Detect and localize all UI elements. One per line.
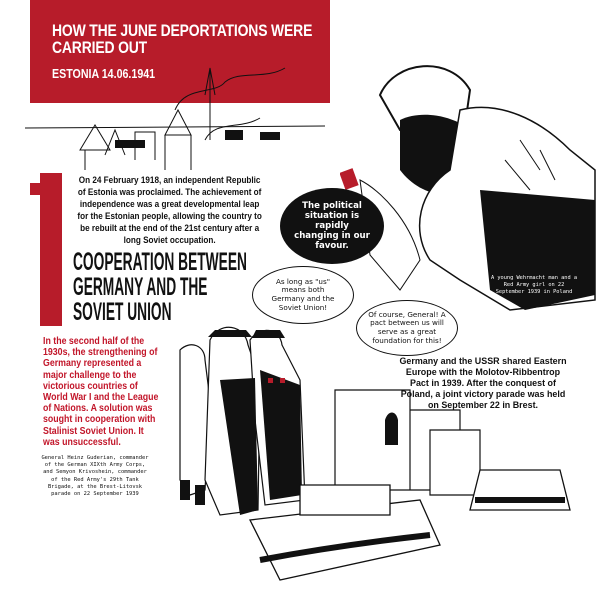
speech-bubble-dark: The political situation is rapidly chang…: [280, 188, 384, 264]
section-heading: COOPERATION BETWEEN GERMANY AND THE SOVI…: [73, 248, 247, 326]
soldier-kiss-illustration: [340, 65, 596, 311]
title-banner: [30, 0, 330, 103]
figure-caption: General Heinz Guderian, commander of the…: [41, 455, 149, 498]
red-paragraph: In the second half of the 1930s, the str…: [43, 336, 159, 448]
parade-illustration: [179, 326, 571, 581]
section-number-graphic: [30, 173, 62, 326]
tallinn-skyline-illustration: [25, 67, 325, 170]
speech-bubble-right: Of course, General! A pact between us wi…: [356, 300, 458, 356]
page-subtitle: ESTONIA 14.06.1941: [52, 66, 156, 81]
intro-paragraph: On 24 February 1918, an independent Repu…: [77, 175, 262, 246]
speech-bubble-left: As long as "us" means both Germany and t…: [252, 266, 354, 324]
speech-text: As long as "us" means both Germany and t…: [271, 276, 335, 312]
photo-caption: A young Wehrmacht man and a Red Army gir…: [490, 275, 578, 295]
speech-text: Of course, General! A pact between us wi…: [368, 309, 446, 345]
pact-paragraph: Germany and the USSR shared Eastern Euro…: [399, 356, 567, 411]
speech-text: The political situation is rapidly chang…: [294, 201, 370, 251]
page-title: HOW THE JUNE DEPORTATIONS WERE CARRIED O…: [52, 21, 313, 57]
